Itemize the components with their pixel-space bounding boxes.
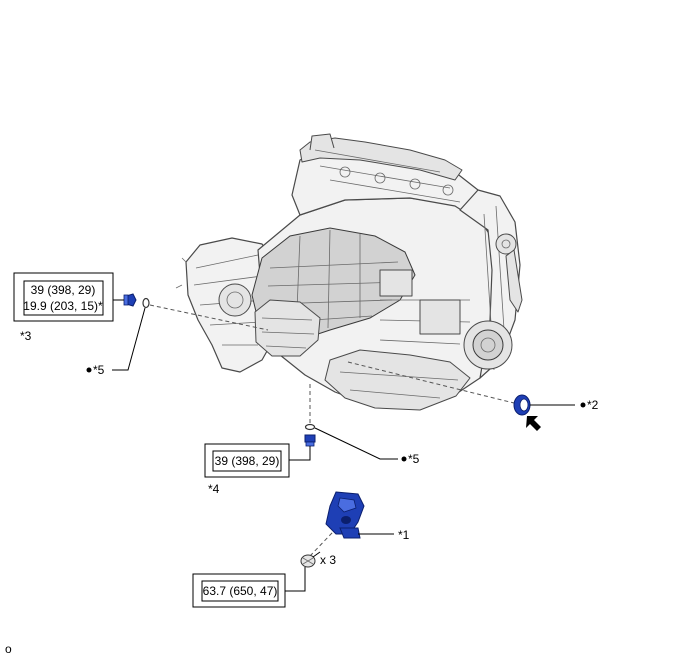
- torque-plug3-line2: 19.9 (203, 15)*: [23, 299, 103, 313]
- engine-assembly: [175, 133, 523, 411]
- leader-5a: [112, 307, 146, 371]
- leader-5b: [314, 427, 398, 460]
- callout-part2: *2: [587, 398, 599, 412]
- callout-part5b: *5: [408, 452, 420, 466]
- torque-box-bolt: 63.7 (650, 47): [192, 573, 286, 608]
- oil-seal-part-2: [513, 394, 575, 416]
- corner-mark: o: [5, 642, 12, 656]
- bullet-5b-icon: [401, 456, 407, 462]
- install-arrow-icon: [526, 416, 541, 431]
- torque-box-plug3: 39 (398, 29) 19.9 (203, 15)*: [13, 272, 114, 322]
- leader-plug4: [289, 446, 311, 461]
- quantity-x3: x 3: [320, 553, 336, 567]
- callout-part4: *4: [208, 482, 220, 496]
- placement-line-seal2: [347, 361, 519, 405]
- gasket-5a-icon: [142, 297, 150, 309]
- leader-bolt: [285, 567, 306, 592]
- callout-part5a: *5: [93, 363, 105, 377]
- torque-plug4: 39 (398, 29): [215, 454, 280, 468]
- torque-box-plug4: 39 (398, 29): [204, 443, 290, 478]
- torque-bracket-bolt: 63.7 (650, 47): [203, 584, 278, 598]
- mount-bracket-part-1: [325, 491, 394, 539]
- placement-line-plug3: [149, 304, 269, 331]
- plug-part-3: [113, 293, 137, 307]
- plug-part-4: [304, 434, 316, 447]
- callout-part1: *1: [398, 528, 410, 542]
- bullet-part2-icon: [580, 402, 586, 408]
- callout-part3: *3: [20, 329, 32, 343]
- bracket-bolt-icon: [300, 551, 321, 568]
- torque-plug3-line1: 39 (398, 29): [31, 283, 96, 297]
- bullet-5a-icon: [86, 367, 92, 373]
- gasket-5b-icon: [304, 423, 316, 431]
